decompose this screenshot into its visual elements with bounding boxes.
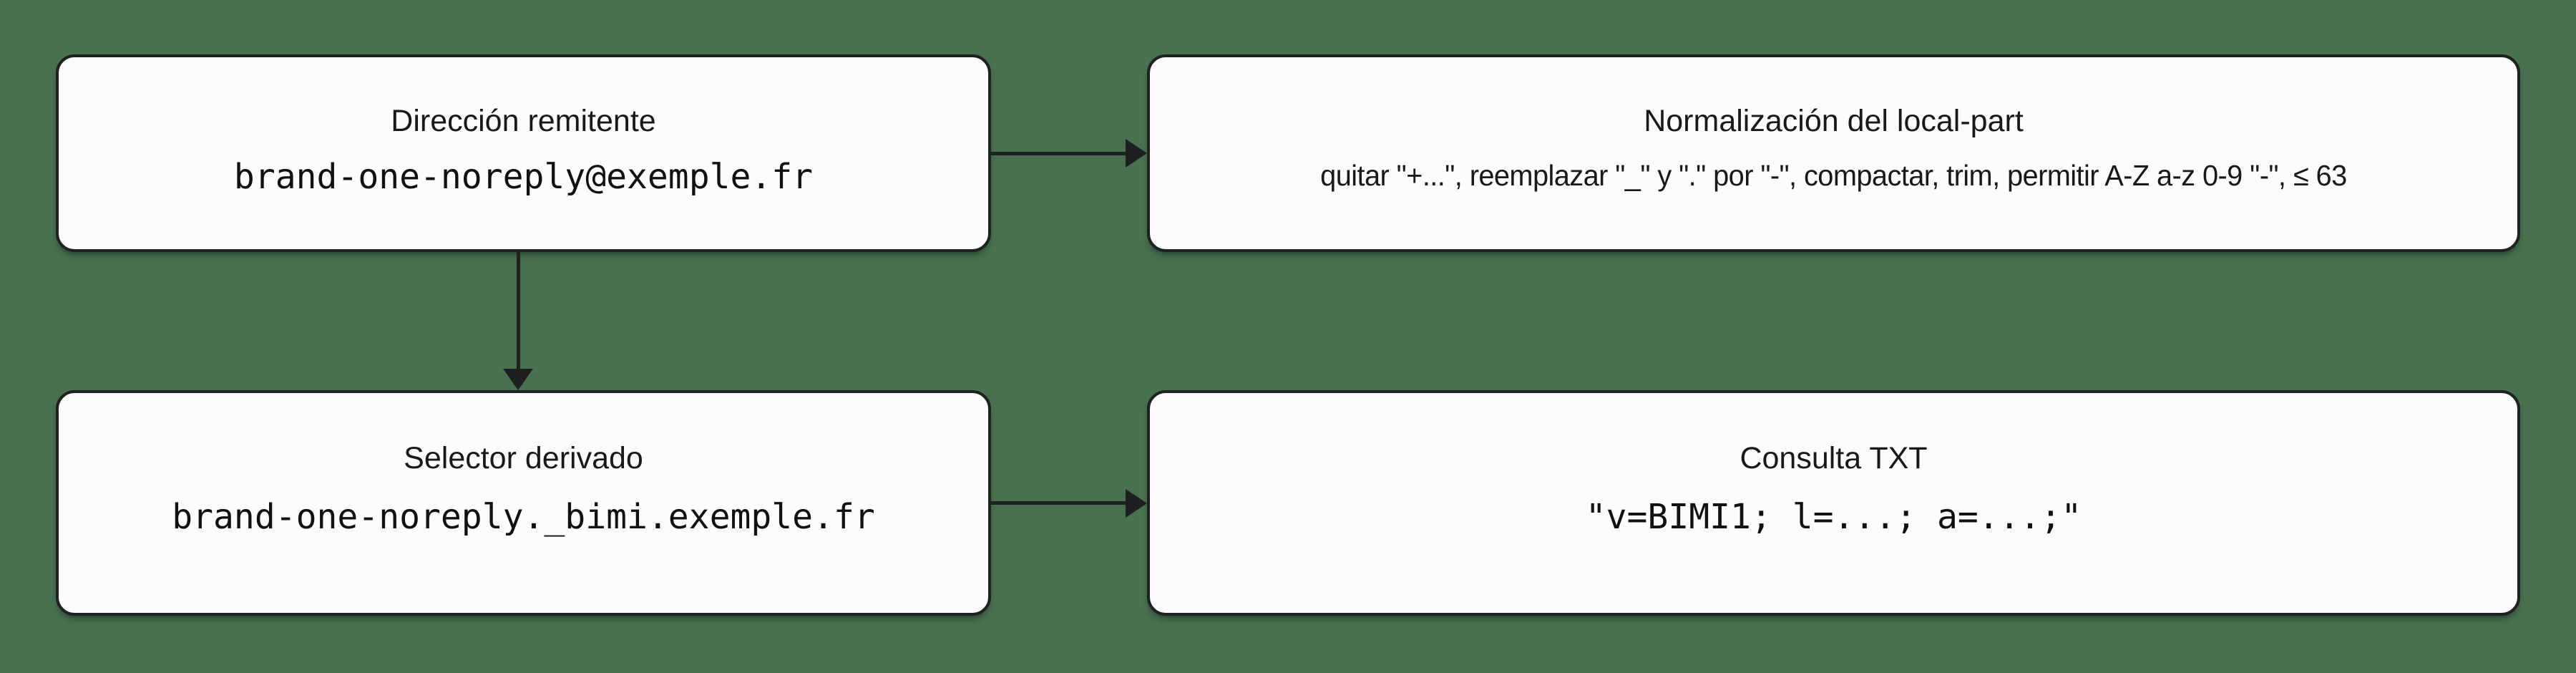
- arrow-selector-to-txtquery-shaft: [991, 501, 1127, 505]
- arrow-selector-to-txtquery-arrowhead-icon: [1126, 489, 1147, 518]
- node-derived-selector: Selector derivado brand-one-noreply._bim…: [56, 390, 991, 616]
- node-txt-query-title: Consulta TXT: [1740, 441, 1928, 475]
- node-sender-address: Dirección remitente brand-one-noreply@ex…: [56, 54, 991, 252]
- node-derived-selector-value: brand-one-noreply._bimi.exemple.fr: [172, 497, 875, 537]
- node-sender-title: Dirección remitente: [391, 104, 656, 138]
- node-localpart-normalization-title: Normalización del local-part: [1644, 104, 2024, 138]
- node-localpart-normalization: Normalización del local-part quitar "+..…: [1147, 54, 2520, 252]
- node-txt-query-value: "v=BIMI1; l=...; a=...;": [1585, 497, 2082, 537]
- node-localpart-normalization-rules: quitar "+...", reemplazar "_" y "." por …: [1320, 159, 2347, 192]
- arrow-sender-to-normalization-shaft: [991, 152, 1127, 155]
- arrow-sender-to-selector-arrowhead-icon: [503, 369, 533, 390]
- arrow-sender-to-normalization-arrowhead-icon: [1126, 139, 1147, 168]
- node-derived-selector-title: Selector derivado: [404, 441, 643, 475]
- arrow-sender-to-selector-shaft: [517, 252, 520, 369]
- node-txt-query: Consulta TXT "v=BIMI1; l=...; a=...;": [1147, 390, 2520, 616]
- node-sender-value: brand-one-noreply@exemple.fr: [233, 157, 814, 197]
